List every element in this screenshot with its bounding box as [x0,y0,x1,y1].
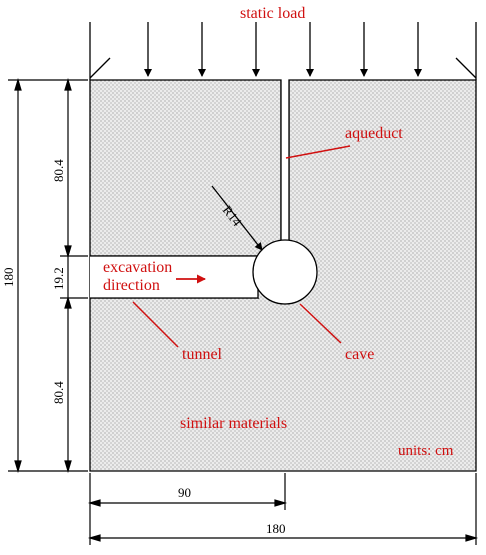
load-frame [89,22,477,80]
static-load-arrows [144,22,422,77]
total-width-label: 180 [266,521,286,536]
half-width-label: 90 [178,485,191,500]
cave-circle [252,239,318,305]
width-dimensions [87,473,479,545]
similar-materials-label: similar materials [180,415,287,432]
cave-label: cave [345,346,374,363]
static-load-label: static load [240,5,305,22]
tunnel-leader [132,301,179,348]
upper-height-label: 80.4 [51,159,66,182]
aqueduct-opening [281,80,289,248]
units-label: units: cm [398,443,454,459]
cave-leader [299,303,342,344]
aqueduct-label: aqueduct [345,125,403,142]
excavation-label-line2: direction [103,277,160,294]
lower-height-label: 80.4 [51,381,66,404]
radius-arrow [211,185,263,251]
tunnel-label: tunnel [182,346,223,363]
segment-dimensions [60,77,88,474]
total-height-dimension [8,77,88,474]
total-height-label: 180 [1,268,16,288]
tunnel-height-label: 19.2 [51,267,66,290]
excavation-label-line1: excavation [103,259,172,276]
aqueduct-leader [285,145,351,159]
